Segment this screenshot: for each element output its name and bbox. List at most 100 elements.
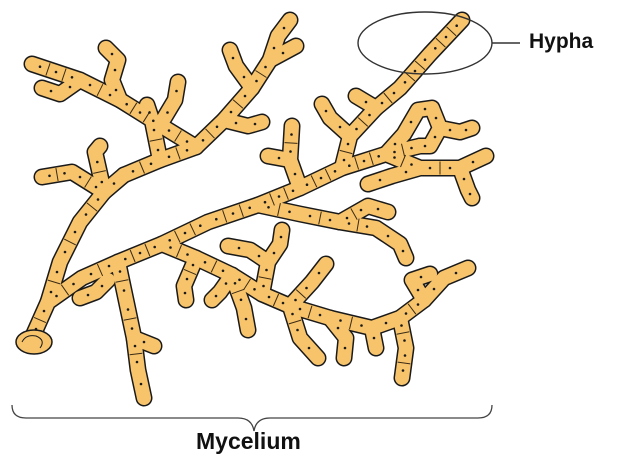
nucleus-dot: [72, 283, 75, 286]
nucleus-dot: [410, 121, 413, 124]
nucleus-dot: [339, 319, 342, 322]
nucleus-dot: [433, 288, 436, 291]
nucleus-dot: [268, 296, 271, 299]
nucleus-dot: [363, 160, 366, 163]
nucleus-dot: [387, 235, 390, 238]
nucleus-dot: [405, 312, 408, 315]
nucleus-dot: [254, 123, 257, 126]
nucleus-dot: [445, 36, 448, 39]
nucleus-dot: [368, 114, 371, 117]
nucleus-dot: [111, 53, 114, 56]
nucleus-dot: [113, 182, 116, 185]
nucleus-dot: [244, 95, 247, 98]
nucleus-dot: [148, 111, 151, 114]
hypha-branch: [224, 120, 262, 126]
nucleus-dot: [290, 133, 293, 136]
nucleus-dot: [472, 161, 475, 164]
nucleus-dot: [79, 176, 82, 179]
nucleus-dot: [402, 250, 405, 253]
nucleus-dot: [258, 255, 261, 258]
nucleus-dot: [108, 265, 111, 268]
nucleus-dot: [377, 155, 380, 158]
nucleus-dot: [225, 282, 228, 285]
nucleus-dot: [243, 76, 246, 79]
nucleus-dot: [449, 129, 452, 132]
nucleus-dot: [50, 291, 53, 294]
nucleus-dot: [273, 252, 276, 255]
nucleus-dot: [424, 58, 427, 61]
nucleus-dot: [280, 236, 283, 239]
nucleus-dot: [405, 171, 408, 174]
nucleus-dot: [455, 272, 458, 275]
nucleus-dot: [114, 69, 117, 72]
coil-outer: [16, 330, 52, 354]
nucleus-dot: [131, 327, 134, 330]
nucleus-dot: [232, 57, 235, 60]
nucleus-dot: [265, 269, 268, 272]
nucleus-dot: [153, 246, 156, 249]
nucleus-dot: [89, 84, 92, 87]
nucleus-dot: [168, 239, 171, 242]
nucleus-dot: [50, 90, 53, 93]
nucleus-dot: [403, 339, 406, 342]
nucleus-dot: [139, 111, 142, 114]
nucleus-dot: [140, 383, 143, 386]
nucleus-dot: [150, 163, 153, 166]
nucleus-dot: [74, 231, 77, 234]
nucleus-dot: [296, 329, 299, 332]
nucleus-dot: [109, 94, 112, 97]
nucleus-dot: [417, 303, 420, 306]
nucleus-dot: [381, 102, 384, 105]
nucleus-dot: [424, 108, 427, 111]
nucleus-dot: [168, 129, 171, 132]
nucleus-dot: [267, 206, 270, 209]
nucleus-dot: [309, 215, 312, 218]
nucleus-dot: [308, 347, 311, 350]
nucleus-dot: [449, 167, 452, 170]
nucleus-dot: [184, 292, 187, 295]
nucleus-dot: [291, 313, 294, 316]
nucleus-dot: [184, 232, 187, 235]
nucleus-dot: [90, 273, 93, 276]
nucleus-dot: [85, 213, 88, 216]
nucleus-dot: [463, 178, 466, 181]
nucleus-dot: [435, 117, 438, 120]
hypha-branch: [322, 104, 350, 136]
nucleus-dot: [186, 149, 189, 152]
nucleus-dot: [273, 47, 276, 50]
nucleus-dot: [153, 129, 156, 132]
nucleus-dot: [289, 150, 292, 153]
nucleus-dot: [262, 285, 265, 288]
nucleus-dot: [348, 222, 351, 225]
nucleus-dot: [101, 181, 104, 184]
nucleus-dot: [282, 52, 285, 55]
nucleus-dot: [404, 81, 407, 84]
nucleus-dot: [278, 157, 281, 160]
nucleus-dot: [414, 70, 417, 73]
nucleus-dot: [124, 258, 127, 261]
nucleus-dot: [385, 322, 388, 325]
nucleus-dot: [393, 156, 396, 159]
nucleus-dot: [230, 111, 233, 114]
nucleus-dot: [119, 270, 122, 273]
nucleus-dot: [168, 156, 171, 159]
nucleus-dot: [216, 126, 219, 129]
nucleus-dot: [420, 276, 423, 279]
nucleus-dot: [186, 140, 189, 143]
nucleus-dot: [169, 246, 172, 249]
nucleus-dot: [204, 261, 207, 264]
nucleus-dot: [294, 299, 297, 302]
nucleus-dot: [410, 147, 413, 150]
nucleus-dot: [186, 253, 189, 256]
nucleus-dot: [245, 318, 248, 321]
nucleus-dot: [377, 208, 380, 211]
nucleus-dot: [123, 289, 126, 292]
nucleus-dot: [299, 308, 302, 311]
nucleus-dot: [55, 295, 58, 298]
nucleus-dot: [166, 111, 169, 114]
nucleus-dot: [115, 89, 118, 92]
nucleus-dot: [400, 324, 403, 327]
nucleus-dot: [393, 151, 396, 154]
nucleus-dot: [264, 201, 267, 204]
